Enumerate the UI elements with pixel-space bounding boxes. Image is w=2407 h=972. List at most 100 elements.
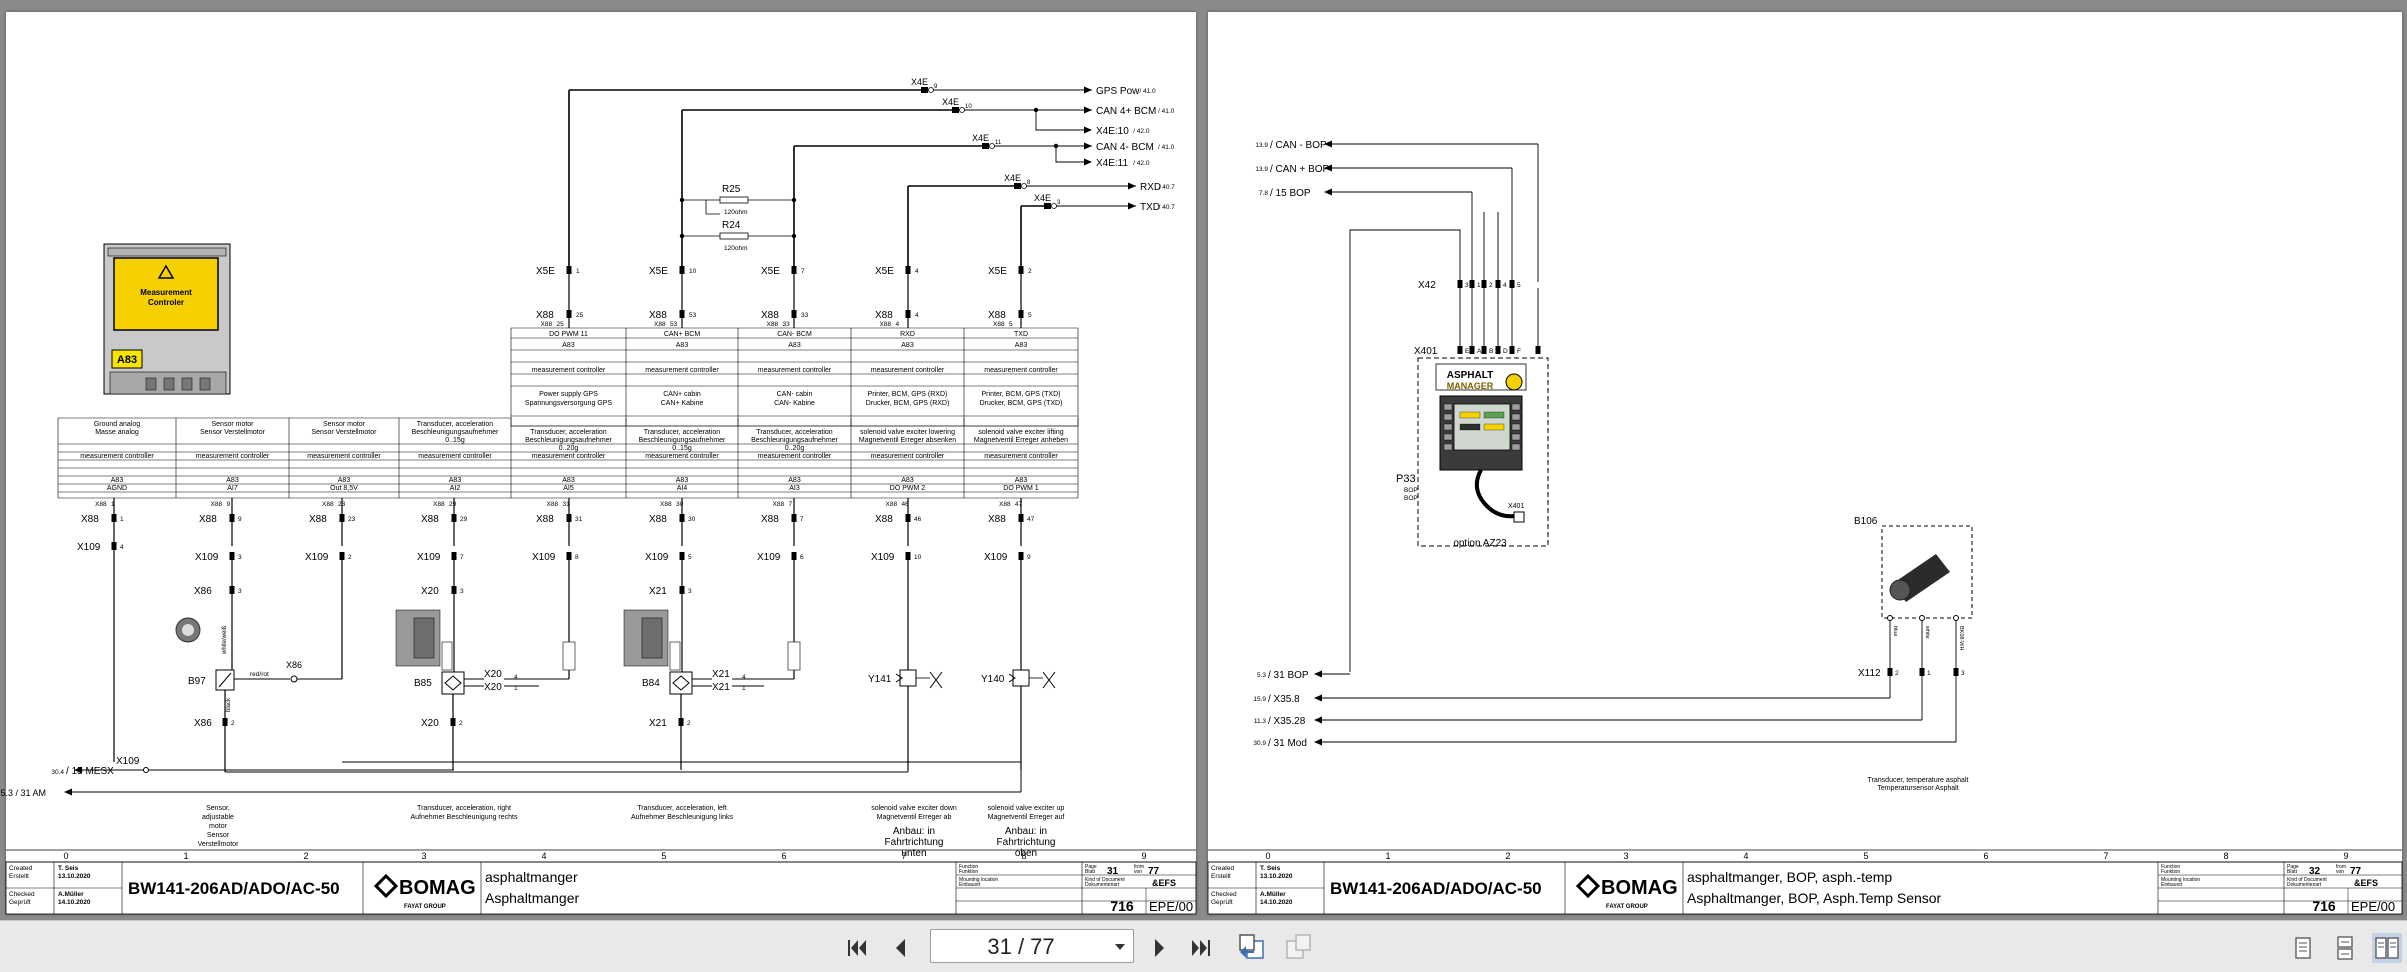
caption-text: solenoid valve exciter up bbox=[988, 805, 1065, 812]
table-io: AGND bbox=[107, 485, 127, 492]
caption-text: Aufnehmer Beschleunigung links bbox=[631, 814, 733, 821]
bop-label: / 15 BOP bbox=[1270, 188, 1311, 199]
option-label: option AZ23 bbox=[1453, 538, 1507, 549]
module-text: Controler bbox=[148, 298, 184, 307]
kind-label-de: Dokumentenart bbox=[1085, 882, 1120, 888]
next-page-icon bbox=[1155, 939, 1164, 957]
arrow-right-icon bbox=[1084, 106, 1092, 114]
x88-label: X88 bbox=[649, 514, 667, 525]
page-label: Page bbox=[1085, 864, 1097, 870]
output-signal-ref: / 42.0 bbox=[1133, 128, 1150, 135]
bop-soft-key bbox=[1443, 443, 1453, 451]
table-function: CAN+ BCM bbox=[664, 331, 701, 338]
connector-label: X20 bbox=[484, 682, 502, 693]
table-x88: X88 bbox=[767, 321, 779, 328]
connector-socket bbox=[989, 143, 995, 149]
bop-soft-key bbox=[1511, 433, 1521, 441]
grid-number: 3 bbox=[421, 851, 426, 861]
function-label-de: Funktion bbox=[959, 869, 978, 875]
table-range: 0..15g bbox=[445, 437, 465, 444]
x5e-label: X5E bbox=[988, 266, 1007, 277]
wire-color-label: black bbox=[226, 697, 232, 712]
x401-pin-number: B bbox=[1489, 348, 1493, 355]
mounting-note: oben bbox=[1015, 848, 1037, 859]
connector-pin-number: 4 bbox=[514, 674, 518, 681]
connector-label: X21 bbox=[649, 718, 667, 729]
table-desc: Power supply GPS bbox=[539, 391, 598, 398]
x88-pin bbox=[451, 514, 457, 522]
x109-pin bbox=[566, 552, 572, 560]
mounting-note: Anbau: in bbox=[1005, 826, 1047, 837]
table-x88-pin: 46 bbox=[902, 501, 910, 508]
table-x88-pin: 29 bbox=[449, 501, 457, 508]
document-number: 716 bbox=[1110, 898, 1134, 914]
x112-pin bbox=[1887, 668, 1893, 676]
x5e-pin bbox=[905, 266, 911, 274]
two-page-view-button[interactable] bbox=[2372, 933, 2402, 963]
x88-pin-number: 53 bbox=[689, 312, 697, 319]
x401-pin-number: A bbox=[1477, 348, 1482, 355]
grid-number: 6 bbox=[781, 851, 786, 861]
previous-page-button[interactable] bbox=[888, 935, 914, 961]
last-page-button[interactable] bbox=[1188, 935, 1214, 961]
table-device: A83 bbox=[1015, 342, 1028, 349]
caption-text: Sensor, bbox=[206, 805, 230, 812]
go-forward-view-button[interactable] bbox=[1282, 931, 1314, 963]
mounting-label: Mounting location bbox=[959, 877, 998, 883]
connector-socket bbox=[928, 87, 934, 93]
b106-wire-label: white bbox=[1924, 625, 1930, 639]
from-label: from bbox=[1134, 864, 1144, 870]
x88-label: X88 bbox=[875, 310, 893, 321]
branch-wire bbox=[1055, 146, 1084, 163]
x88-pin bbox=[229, 514, 235, 522]
connector-label: X20 bbox=[484, 669, 502, 680]
bomag-subtitle: FAYAT GROUP bbox=[404, 904, 446, 910]
connector-pin bbox=[921, 87, 928, 93]
x88-pin bbox=[905, 310, 911, 318]
arrow-left-icon bbox=[64, 788, 72, 796]
page-label-de: Blatt bbox=[2287, 869, 2298, 875]
go-back-view-button[interactable] bbox=[1236, 931, 1268, 963]
table-device: A83 bbox=[901, 477, 914, 484]
junction-dot bbox=[679, 233, 685, 239]
page-number-select[interactable]: 31 / 77 bbox=[930, 929, 1134, 963]
single-page-view-button[interactable] bbox=[2288, 933, 2318, 963]
grid-number: 5 bbox=[661, 851, 666, 861]
component-b97: B97 bbox=[188, 676, 206, 687]
grid-number: 9 bbox=[2343, 851, 2348, 861]
x109-pin bbox=[229, 552, 235, 560]
table-io: AI5 bbox=[563, 485, 574, 492]
table-desc-de: CAN- Kabine bbox=[774, 400, 815, 407]
x88-pin bbox=[791, 514, 797, 522]
x5e-pin-number: 4 bbox=[915, 268, 919, 275]
x88-pin-number: 31 bbox=[575, 516, 583, 523]
table-function: CAN- BCM bbox=[777, 331, 812, 338]
x88-pin-number: 1 bbox=[120, 516, 124, 523]
connector-pin-number: 2 bbox=[687, 720, 691, 727]
bottom-signal-ref: 30.4 bbox=[51, 769, 64, 776]
table-desc: solenoid valve exciter lifting bbox=[978, 429, 1063, 436]
connector-pin bbox=[952, 107, 959, 113]
table-desc-de: Magnetventil Erreger absenken bbox=[859, 437, 956, 444]
kind-label-de: Dokumentenart bbox=[2287, 882, 2322, 888]
bottom-signal-label: / X35.28 bbox=[1268, 716, 1306, 727]
x42-pin bbox=[1481, 280, 1487, 288]
created-date: 13.10.2020 bbox=[1260, 873, 1293, 880]
page-number: 31 bbox=[1107, 866, 1119, 877]
checked-date: 14.10.2020 bbox=[1260, 899, 1293, 906]
first-page-button[interactable] bbox=[844, 935, 870, 961]
arrow-right-icon bbox=[1128, 202, 1136, 210]
created-by: T. Seis bbox=[1260, 865, 1281, 872]
x42-pin-number: 3 bbox=[1465, 282, 1469, 289]
grid-number: 2 bbox=[303, 851, 308, 861]
continuous-view-button[interactable] bbox=[2330, 933, 2360, 963]
next-page-button[interactable] bbox=[1146, 935, 1172, 961]
x109-pin bbox=[905, 552, 911, 560]
housing-rim bbox=[107, 247, 227, 257]
model-number: BW141-206AD/ADO/AC-50 bbox=[128, 879, 340, 898]
housing-connector bbox=[199, 377, 211, 391]
continuous-page-icon bbox=[2337, 936, 2353, 960]
